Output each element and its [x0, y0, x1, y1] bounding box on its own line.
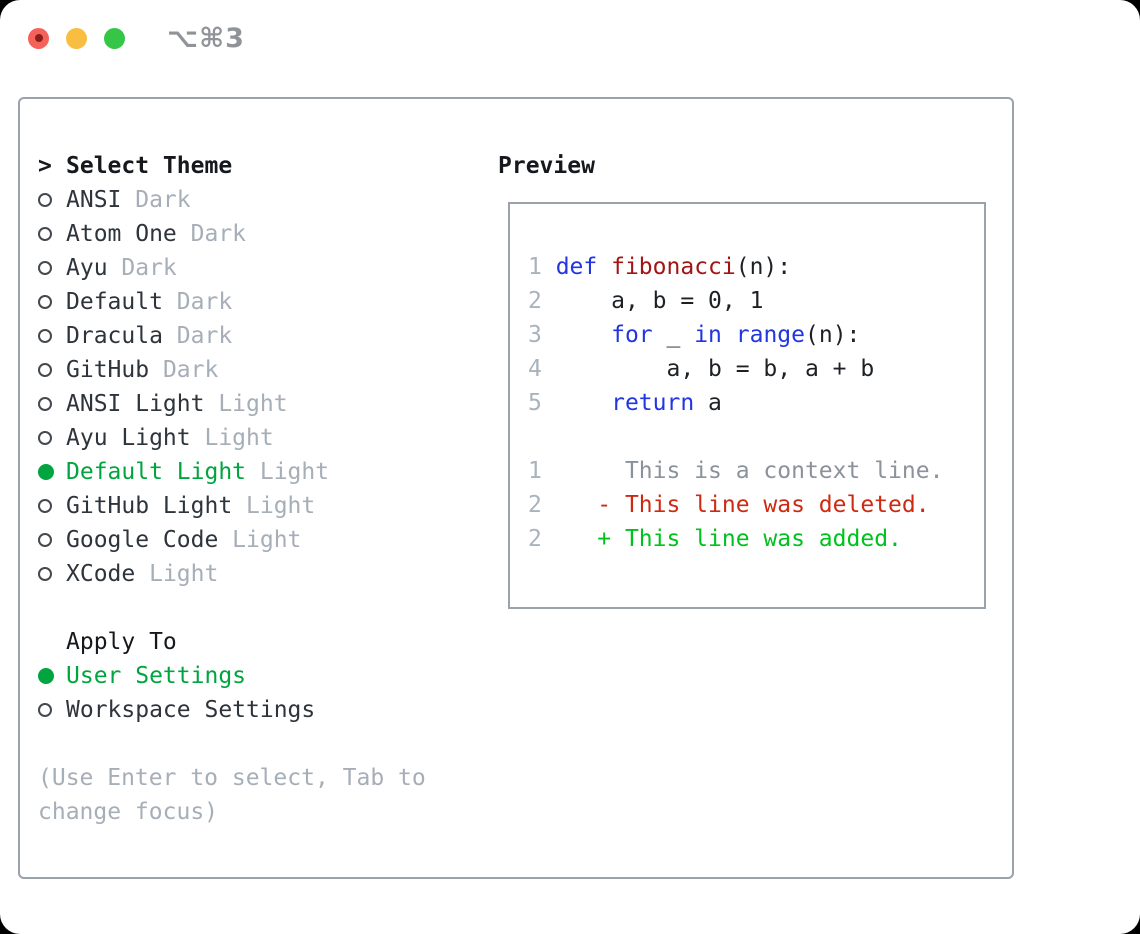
traffic-lights [28, 27, 125, 49]
minimize-button[interactable] [66, 27, 87, 49]
hint-text: (Use Enter to select, Tab to change focus… [38, 761, 426, 829]
option-label: GitHub Light [66, 493, 233, 519]
preview-line: 2 a, b = 0, 1 [528, 288, 764, 314]
select-theme-header: > Select Theme [38, 149, 426, 183]
option-label: GitHub [66, 357, 150, 383]
apply-option-workspace-settings[interactable]: Workspace Settings [38, 693, 426, 727]
variant-label: Light [149, 561, 219, 587]
variant-label: Dark [162, 357, 219, 383]
theme-option-ayu[interactable]: Ayu Dark [38, 251, 426, 285]
theme-option-ansi[interactable]: ANSI Dark [38, 183, 426, 217]
preview-line: 4 a, b = b, a + b [528, 356, 875, 382]
theme-option-dracula[interactable]: Dracula Dark [38, 319, 426, 353]
theme-option-google-code[interactable]: Google Code Light [38, 523, 426, 557]
apply-to-title: Apply To [66, 629, 177, 655]
option-label: Atom One [66, 221, 177, 247]
option-label: Workspace Settings [66, 697, 316, 723]
radio-icon [38, 499, 52, 513]
variant-label: Light [246, 493, 316, 519]
option-label: Dracula [66, 323, 163, 349]
theme-option-atom-one[interactable]: Atom One Dark [38, 217, 426, 251]
theme-option-default[interactable]: Default Dark [38, 285, 426, 319]
option-label: Ayu Light [66, 425, 191, 451]
radio-icon [38, 533, 52, 547]
close-button[interactable] [28, 27, 49, 49]
option-label: User Settings [66, 663, 247, 689]
theme-option-default-light[interactable]: Default Light Light [38, 455, 426, 489]
gap [38, 591, 426, 625]
variant-label: Light [259, 459, 330, 485]
preview-code: 1 def fibonacci(n): 2 a, b = 0, 1 3 for _ … [528, 250, 984, 556]
radio-icon [38, 193, 52, 207]
preview-line: 1 def fibonacci(n): [528, 254, 792, 280]
hint-line: (Use Enter to select, Tab to [38, 765, 426, 791]
option-label: Google Code [66, 527, 219, 553]
variant-label: Light [204, 425, 274, 451]
gap [38, 727, 426, 761]
option-label: XCode [66, 561, 136, 587]
radio-icon [38, 363, 52, 377]
radio-selected-icon [38, 464, 54, 480]
radio-icon [38, 431, 52, 445]
titlebar: ⌥⌘3 [0, 0, 1140, 76]
radio-icon [38, 227, 52, 241]
option-label: Default Light [66, 459, 247, 485]
preview-line: 2 + This line was added. [528, 526, 902, 552]
theme-option-github[interactable]: GitHub Dark [38, 353, 426, 387]
cursor-arrow-icon: > [38, 153, 52, 179]
radio-selected-icon [38, 668, 54, 684]
theme-option-xcode[interactable]: XCode Light [38, 557, 426, 591]
preview-box: 1 def fibonacci(n): 2 a, b = 0, 1 3 for _ … [508, 202, 986, 609]
variant-label: Dark [135, 187, 191, 213]
unsaved-dot-icon [34, 34, 43, 42]
radio-icon [38, 397, 52, 411]
option-label: Ayu [66, 255, 108, 281]
preview-line: 1 This is a context line. [528, 458, 944, 484]
option-label: Default [66, 289, 163, 315]
theme-option-ansi-light[interactable]: ANSI Light Light [38, 387, 426, 421]
select-theme-title: Select Theme [66, 153, 233, 179]
theme-option-ayu-light[interactable]: Ayu Light Light [38, 421, 426, 455]
radio-icon [38, 295, 52, 309]
radio-icon [38, 567, 52, 581]
radio-icon [38, 329, 52, 343]
radio-icon [38, 261, 52, 275]
preview-line: 5 return a [528, 390, 722, 416]
theme-option-github-light[interactable]: GitHub Light Light [38, 489, 426, 523]
variant-label: Dark [176, 323, 233, 349]
variant-label: Light [218, 391, 288, 417]
radio-icon [38, 703, 52, 717]
variant-label: Dark [176, 289, 233, 315]
apply-to-header: Apply To [38, 625, 426, 659]
option-label: ANSI [66, 187, 122, 213]
apply-option-user-settings[interactable]: User Settings [38, 659, 426, 693]
zoom-button[interactable] [104, 27, 125, 49]
window-shortcut-label: ⌥⌘3 [167, 22, 245, 54]
option-label: ANSI Light [66, 391, 205, 417]
variant-label: Dark [190, 221, 247, 247]
hint-line: change focus) [38, 799, 219, 825]
preview-line: 2 - This line was deleted. [528, 492, 930, 518]
preview-title: Preview [498, 153, 595, 179]
preview-line [528, 420, 984, 454]
variant-label: Light [232, 527, 302, 553]
preview-line: 3 for _ in range(n): [528, 322, 861, 348]
variant-label: Dark [121, 255, 177, 281]
